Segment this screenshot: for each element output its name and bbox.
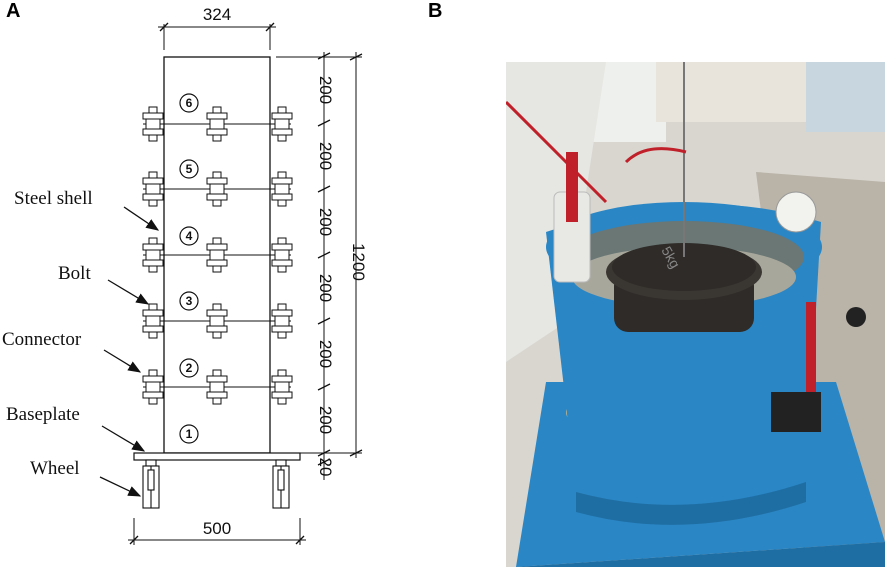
panel-label-a: A	[6, 0, 21, 22]
segment-number-2: 2	[186, 361, 193, 375]
segment-dim-5: 200	[316, 142, 335, 170]
callout-connector: Connector	[2, 329, 82, 350]
segment-dim-4: 200	[316, 208, 335, 236]
bolt-icon	[271, 369, 293, 405]
segment-dim-2: 200	[316, 340, 335, 368]
segment-number-1: 1	[186, 427, 193, 441]
bolt-icon	[271, 171, 293, 207]
base-thickness-dim: 20	[316, 458, 335, 477]
bolt-icon	[206, 171, 228, 207]
segment-dim-1: 200	[316, 406, 335, 434]
callout-bolt: Bolt	[58, 263, 91, 284]
bolts	[142, 106, 293, 405]
callouts: Steel shell Bolt Connector Baseplate Whe…	[2, 188, 160, 497]
segment-number-4: 4	[186, 229, 193, 243]
segment-numbers: 6 5 4 3 2 1	[179, 93, 199, 444]
bolt-icon	[142, 303, 164, 339]
experiment-photo: 5kg	[506, 62, 885, 567]
baseplate	[133, 452, 301, 461]
bolt-icon	[271, 237, 293, 273]
bottom-width-dimension: 500	[128, 518, 306, 545]
bottom-width-value: 500	[203, 519, 231, 538]
bolt-icon	[206, 106, 228, 142]
bolt-icon	[271, 303, 293, 339]
callout-wheel: Wheel	[30, 458, 80, 479]
total-height-value: 1200	[349, 243, 368, 281]
bolt-icon	[142, 237, 164, 273]
bolt-icon	[142, 106, 164, 142]
callout-steel-shell: Steel shell	[14, 188, 93, 209]
segment-dim-6: 200	[316, 76, 335, 104]
segment-dimension-chain: 200 200 200 200 200 200 20	[316, 52, 335, 480]
top-width-value: 324	[203, 5, 231, 24]
top-width-dimension: 324	[158, 5, 276, 50]
bolt-icon	[271, 106, 293, 142]
bolt-icon	[206, 303, 228, 339]
bolt-icon	[142, 369, 164, 405]
segment-number-3: 3	[186, 294, 193, 308]
total-height-dimension: 1200	[276, 52, 368, 458]
bolt-icon	[206, 369, 228, 405]
segment-dim-3: 200	[316, 274, 335, 302]
wheels	[142, 459, 290, 509]
bolt-icon	[142, 171, 164, 207]
segment-number-5: 5	[186, 162, 193, 176]
bolt-icon	[206, 237, 228, 273]
photo-illustration: 5kg	[506, 62, 885, 567]
panel-label-b: B	[428, 0, 443, 22]
callout-baseplate: Baseplate	[6, 404, 80, 425]
segment-number-6: 6	[186, 96, 193, 110]
